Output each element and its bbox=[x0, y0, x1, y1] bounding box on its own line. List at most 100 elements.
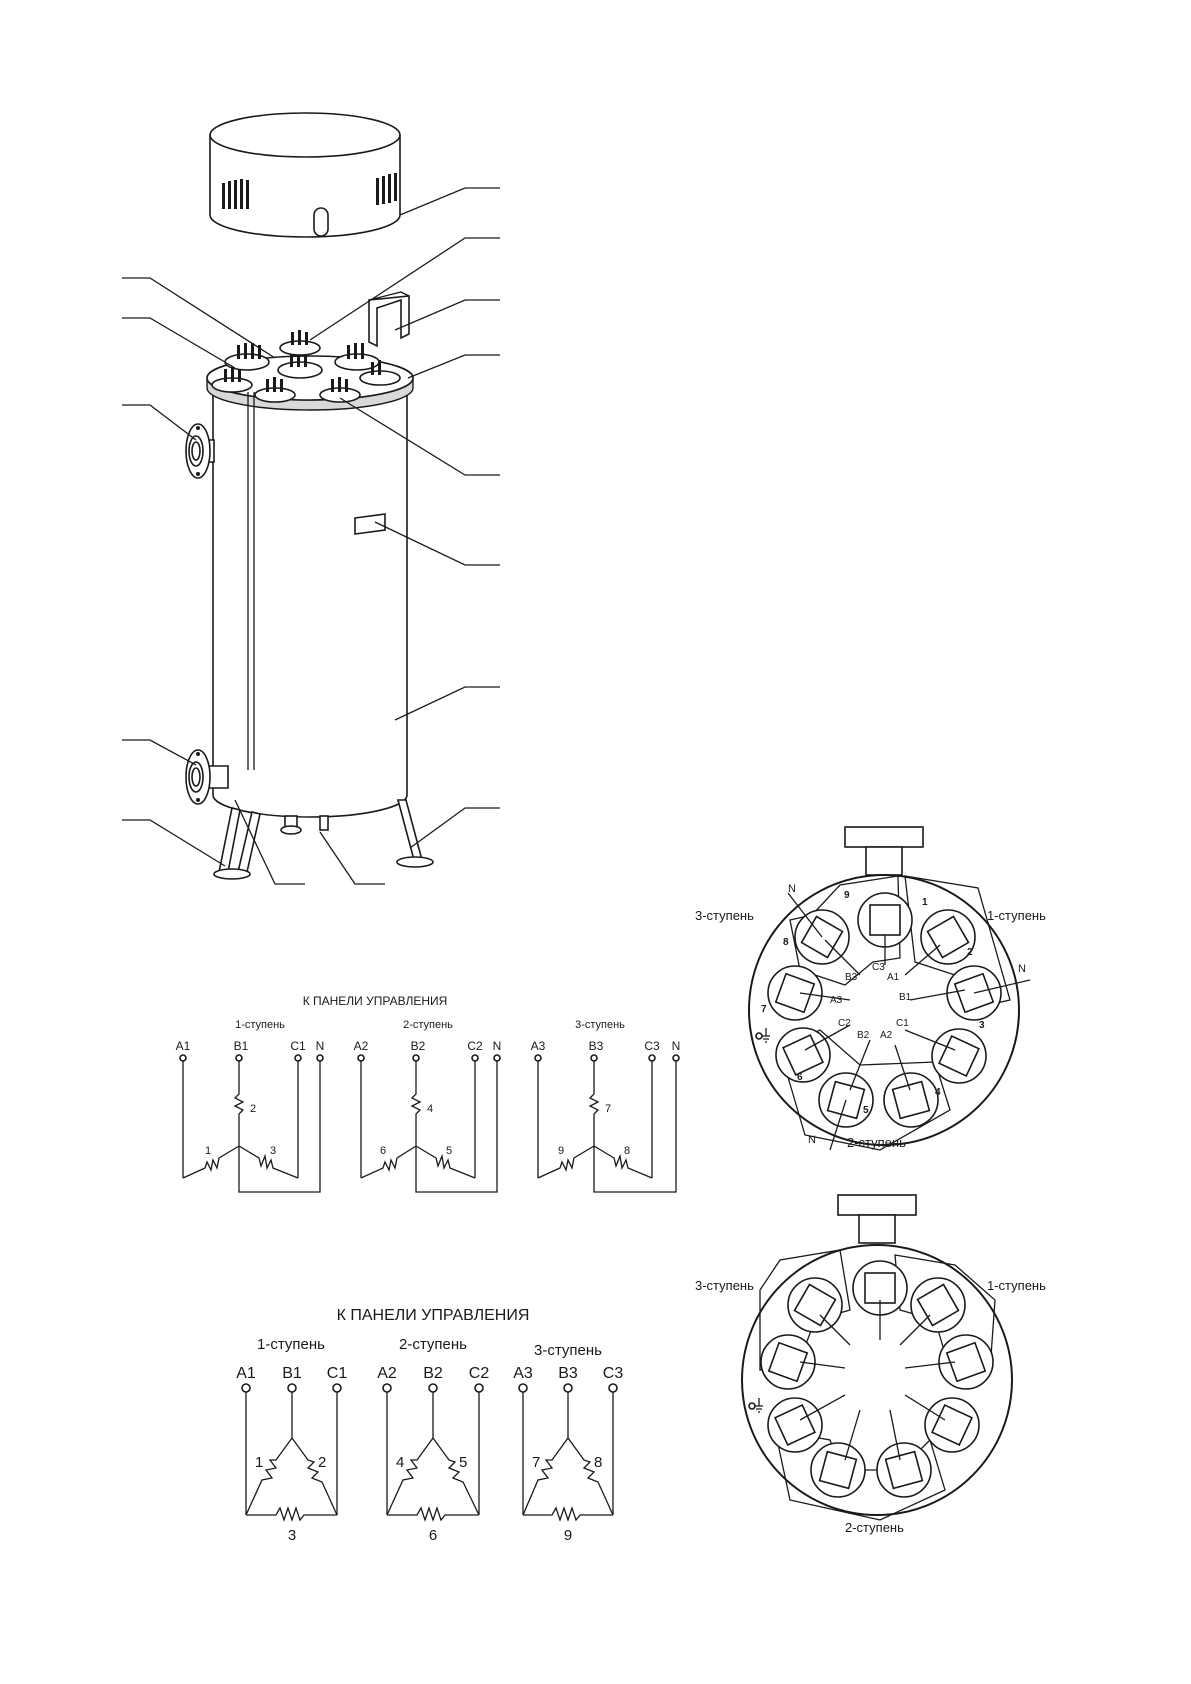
heater-number: 2 bbox=[318, 1454, 326, 1471]
stage-3-bracket bbox=[789, 875, 901, 986]
heater-number: 5 bbox=[446, 1145, 452, 1157]
terminal-label: N bbox=[672, 1039, 681, 1053]
heater-number: 4 bbox=[396, 1454, 404, 1471]
terminal-label: B2 bbox=[423, 1365, 443, 1382]
terminal-label: B2 bbox=[411, 1039, 426, 1053]
heater-number: 5 bbox=[459, 1454, 467, 1471]
terminal-label: A1 bbox=[176, 1039, 191, 1053]
terminal-label: A3 bbox=[531, 1039, 546, 1053]
stage-label: 1-ступень bbox=[987, 1278, 1046, 1293]
neutral-label: N bbox=[788, 883, 796, 895]
heater-rings bbox=[767, 892, 1002, 1128]
delta-wiring-diagram: К ПАНЕЛИ УПРАВЛЕНИЯ 1-ступень A1 B1 C1 1… bbox=[236, 1307, 623, 1544]
terminal-label: A2 bbox=[354, 1039, 369, 1053]
phase-label: B3 bbox=[845, 972, 858, 983]
heater-number: 1 bbox=[255, 1454, 263, 1471]
terminal-label: A3 bbox=[513, 1365, 533, 1382]
delta-stage-label: 2-ступень bbox=[399, 1336, 467, 1353]
delta-group-1: 1-ступень A1 B1 C1 1 2 3 bbox=[236, 1336, 347, 1544]
phase-label: C1 bbox=[896, 1018, 909, 1029]
terminal-label: C1 bbox=[327, 1365, 348, 1382]
heater-number: 3 bbox=[288, 1527, 296, 1544]
phase-label: A3 bbox=[830, 995, 843, 1006]
heater-number: 4 bbox=[427, 1103, 433, 1115]
heater-number: 6 bbox=[380, 1145, 386, 1157]
heater-number: 3 bbox=[979, 1020, 985, 1031]
heater-rings bbox=[760, 1260, 994, 1498]
boiler-cover bbox=[209, 112, 401, 238]
flange-layout-star: N N N 3-ступень 1-ступень 2-ступень 9 1 … bbox=[695, 826, 1046, 1151]
delta-group-3: 3-ступень A3 B3 C3 7 8 9 bbox=[513, 1342, 623, 1544]
heater-number: 2 bbox=[250, 1103, 256, 1115]
heater-number: 5 bbox=[863, 1105, 869, 1116]
terminal-label: N bbox=[316, 1039, 325, 1053]
terminal-label: C2 bbox=[467, 1039, 483, 1053]
heater-number: 8 bbox=[594, 1454, 602, 1471]
heater-number: 7 bbox=[605, 1103, 611, 1115]
star-stage-label: 1-ступень bbox=[235, 1019, 285, 1031]
phase-label: A2 bbox=[880, 1030, 893, 1041]
star-group-3: 3-ступень A3 B3 C3 N 7 9 8 bbox=[531, 1019, 681, 1193]
star-wiring-diagram: К ПАНЕЛИ УПРАВЛЕНИЯ 1-ступень A1 B1 C1 N… bbox=[176, 994, 681, 1193]
heater-heads bbox=[211, 330, 401, 403]
connection-arrows bbox=[799, 1300, 956, 1461]
neutral-label: N bbox=[1018, 963, 1026, 975]
terminal-label: N bbox=[493, 1039, 502, 1053]
phase-label: C3 bbox=[872, 962, 885, 973]
terminal-label: B3 bbox=[558, 1365, 578, 1382]
flange-layout-delta: 3-ступень 1-ступень 2-ступень bbox=[695, 1194, 1046, 1535]
stage-label: 3-ступень bbox=[695, 1278, 754, 1293]
heater-number: 1 bbox=[922, 897, 928, 908]
heater-number: 3 bbox=[270, 1145, 276, 1157]
star-group-2: 2-ступень A2 B2 C2 N 4 6 5 bbox=[354, 1019, 502, 1193]
phase-label: C2 bbox=[838, 1018, 851, 1029]
phase-label: B1 bbox=[899, 992, 912, 1003]
delta-stage-label: 1-ступень bbox=[257, 1336, 325, 1353]
heater-number: 7 bbox=[532, 1454, 540, 1471]
flange-outline bbox=[748, 874, 1020, 1146]
boiler-drawing bbox=[122, 112, 500, 885]
heater-number: 8 bbox=[624, 1145, 630, 1157]
star-title: К ПАНЕЛИ УПРАВЛЕНИЯ bbox=[303, 994, 448, 1008]
heater-number: 9 bbox=[558, 1145, 564, 1157]
heater-number: 9 bbox=[564, 1527, 572, 1544]
outlet-flange bbox=[185, 423, 215, 479]
terminal-label: B3 bbox=[589, 1039, 604, 1053]
terminal-label: B1 bbox=[282, 1365, 302, 1382]
star-stage-label: 2-ступень bbox=[403, 1019, 453, 1031]
cover-vent-right bbox=[376, 173, 397, 205]
terminal-label: B1 bbox=[234, 1039, 249, 1053]
boiler-legs bbox=[213, 799, 434, 880]
heater-number: 4 bbox=[935, 1087, 941, 1098]
star-stage-label: 3-ступень bbox=[575, 1019, 625, 1031]
delta-title: К ПАНЕЛИ УПРАВЛЕНИЯ bbox=[337, 1307, 530, 1324]
cover-vent-left bbox=[222, 179, 249, 209]
heater-number: 1 bbox=[205, 1145, 211, 1157]
delta-stage-label: 3-ступень bbox=[534, 1342, 602, 1359]
stage-2-bracket bbox=[779, 1029, 951, 1151]
heater-number: 9 bbox=[844, 890, 850, 901]
terminal-label: C2 bbox=[469, 1365, 490, 1382]
stage-label: 2-ступень bbox=[847, 1135, 906, 1150]
phase-label: A1 bbox=[887, 972, 900, 983]
terminal-label: C3 bbox=[603, 1365, 624, 1382]
leader-lines bbox=[122, 187, 500, 885]
terminal-label: C1 bbox=[290, 1039, 306, 1053]
stage-label: 3-ступень bbox=[695, 908, 754, 923]
terminal-label: A1 bbox=[236, 1365, 256, 1382]
heater-number: 8 bbox=[783, 937, 789, 948]
neutral-label: N bbox=[808, 1134, 816, 1146]
terminal-label: A2 bbox=[377, 1365, 397, 1382]
heater-number: 6 bbox=[797, 1072, 803, 1083]
phase-label: B2 bbox=[857, 1030, 870, 1041]
star-group-1: 1-ступень A1 B1 C1 N 2 1 3 bbox=[176, 1019, 325, 1193]
stage-label: 2-ступень bbox=[845, 1520, 904, 1535]
delta-group-2: 2-ступень A2 B2 C2 4 5 6 bbox=[377, 1336, 489, 1544]
connection-arrows bbox=[787, 892, 1031, 1151]
ground-icon bbox=[755, 1028, 770, 1043]
cover-slot bbox=[313, 207, 329, 237]
heater-number: 7 bbox=[761, 1004, 767, 1015]
stage-label: 1-ступень bbox=[987, 908, 1046, 923]
heater-number: 6 bbox=[429, 1527, 437, 1544]
